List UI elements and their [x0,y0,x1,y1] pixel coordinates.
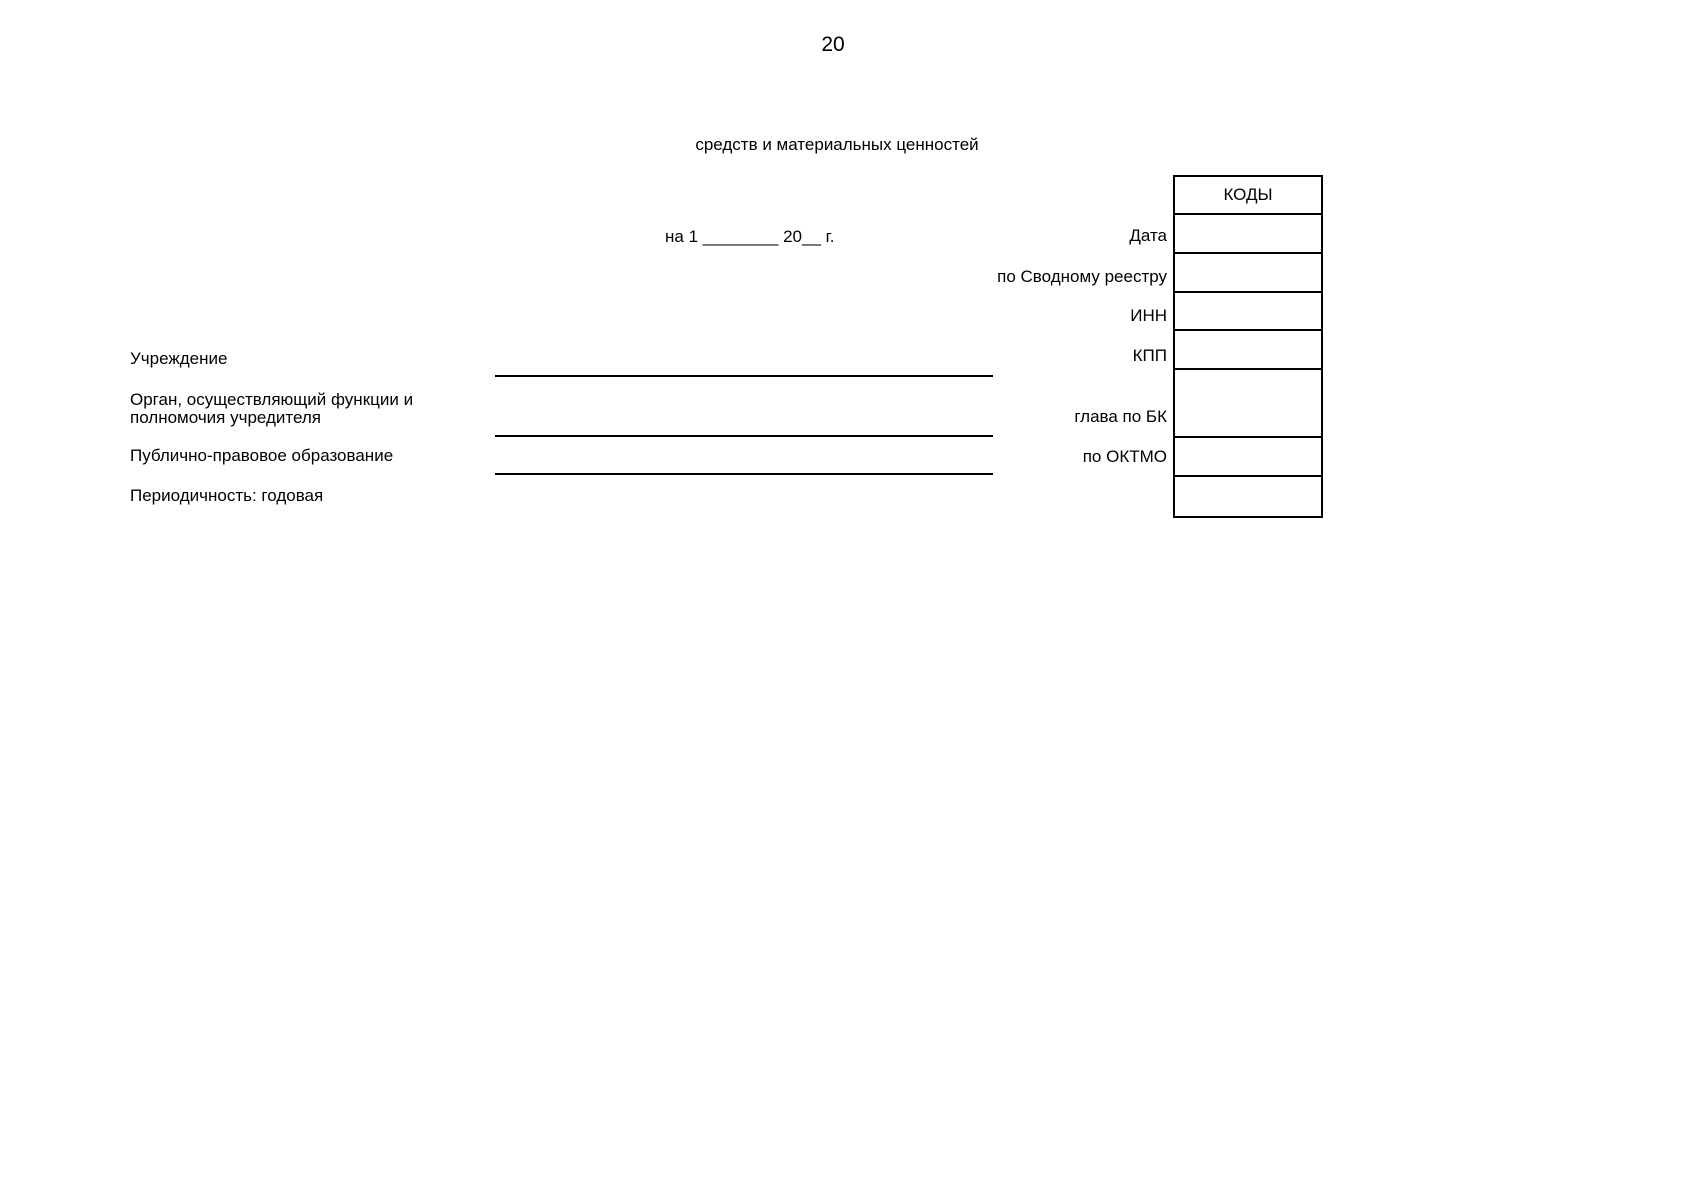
fill-line-public-entity [495,473,993,475]
document-title-continuation: средств и материальных ценностей [695,135,979,154]
code-cell-kpp [1175,329,1321,368]
code-cell-bk-chapter [1175,368,1321,436]
report-date-line: на 1 ________ 20__ г. [665,227,835,246]
page-number: 20 [821,33,845,56]
label-date: Дата [1129,226,1167,245]
codes-table: КОДЫ [1173,175,1323,518]
code-cell-consolidated-register [1175,252,1321,291]
fill-line-founder-body [495,435,993,437]
label-public-entity: Публично-правовое образование [130,446,394,465]
code-cell-oktmo [1175,436,1321,475]
label-bk-chapter: глава по БК [1074,407,1167,426]
label-consolidated-register: по Сводному реестру [997,267,1167,286]
label-founder-body: Орган, осуществляющий функции и полномоч… [130,390,414,427]
label-institution: Учреждение [130,349,228,368]
codes-table-header: КОДЫ [1223,185,1273,204]
label-periodicity: Периодичность: годовая [130,486,324,505]
fill-line-institution [495,375,993,377]
code-cell-date [1175,213,1321,252]
label-kpp: КПП [1132,346,1167,365]
code-cell-inn [1175,291,1321,329]
code-cell-extra [1175,475,1321,516]
label-oktmo: по ОКТМО [1082,447,1167,466]
label-inn: ИНН [1130,306,1167,325]
